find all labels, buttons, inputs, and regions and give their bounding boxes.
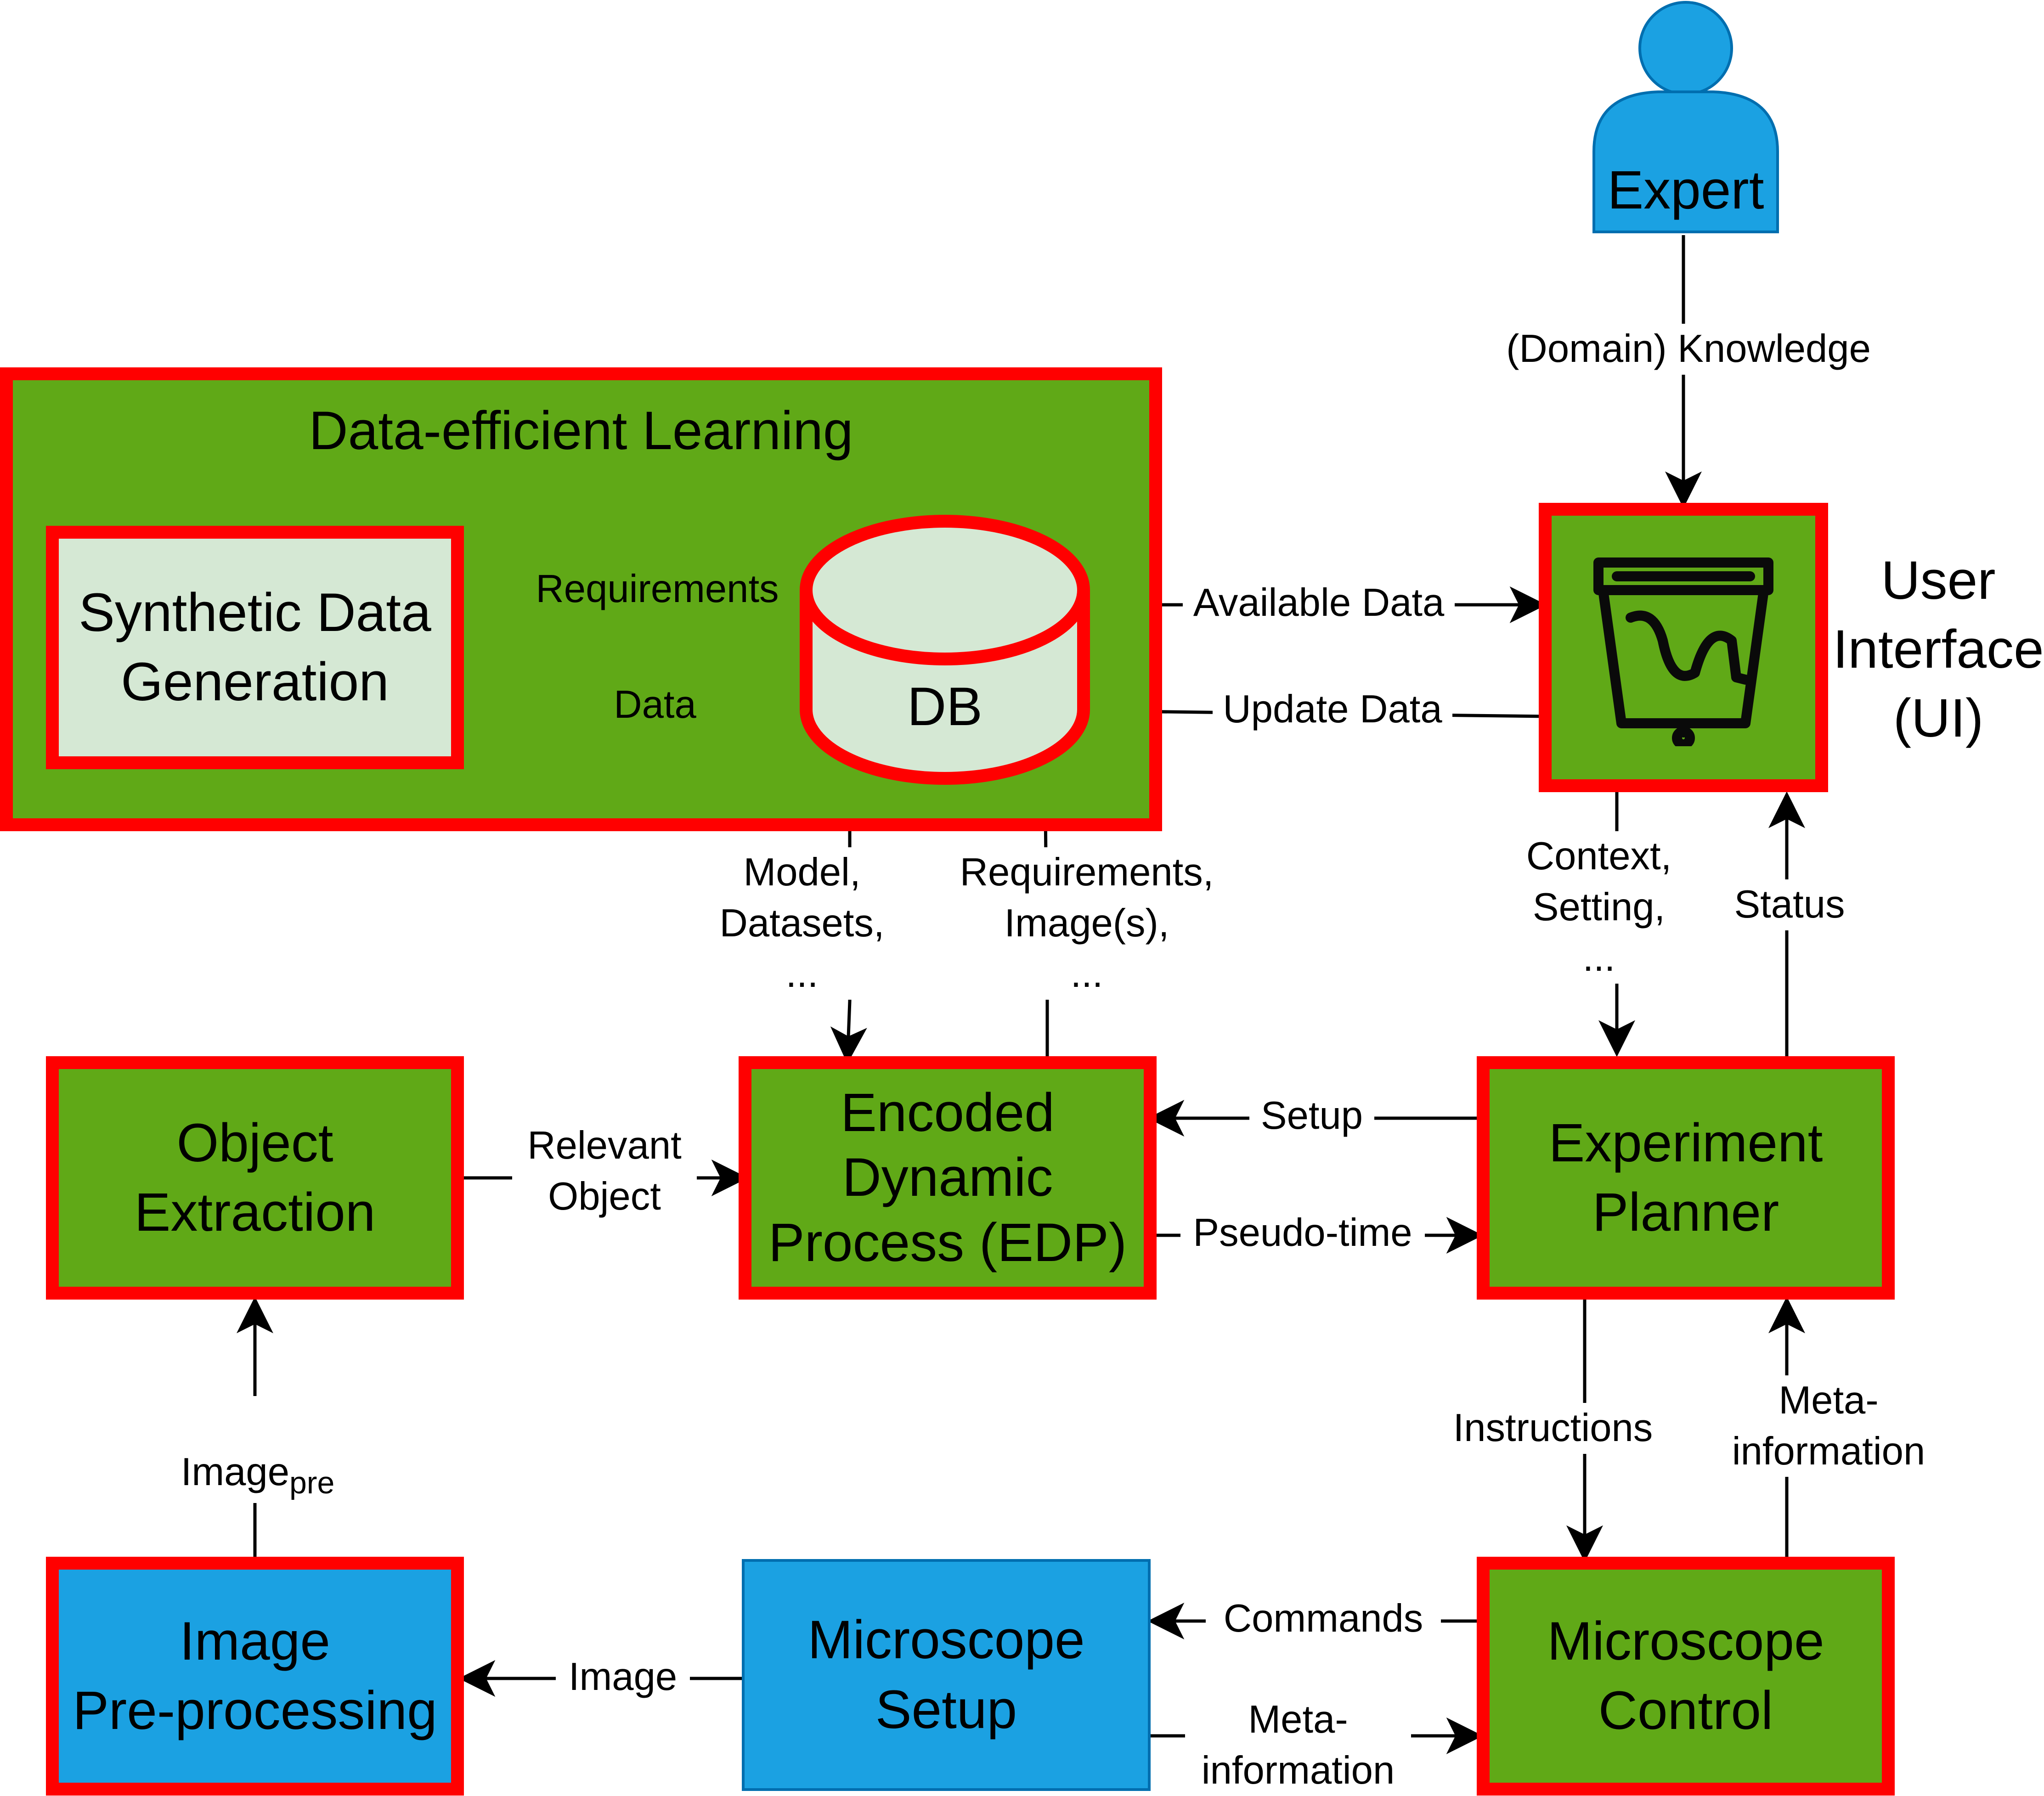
label-status: Status xyxy=(1718,879,1861,930)
experiment-planner-box: Experiment Planner xyxy=(1477,1056,1895,1300)
label-setup: Setup xyxy=(1249,1091,1374,1142)
microscope-setup-box: Microscope Setup xyxy=(742,1559,1151,1791)
label-relevant-object: Relevant Object xyxy=(512,1120,697,1222)
label-requirements: Requirements xyxy=(526,564,789,615)
edge-model-datasets xyxy=(830,765,867,1064)
synthetic-data-generation-text: Synthetic Data Generation xyxy=(79,582,431,712)
label-requirements-images: Requirements, Image(s), ... xyxy=(946,847,1227,1000)
label-data: Data xyxy=(606,680,704,731)
label-image-pre: Imagepre xyxy=(163,1396,352,1503)
label-pseudo-time: Pseudo-time xyxy=(1180,1208,1425,1259)
label-meta-information-right: Meta- information xyxy=(1185,1695,1411,1796)
user-interface-box xyxy=(1539,503,1828,792)
experiment-planner-text: Experiment Planner xyxy=(1548,1112,1823,1243)
label-meta-information-up: Meta- information xyxy=(1718,1375,1939,1477)
label-context-setting: Context, Setting, ... xyxy=(1511,831,1687,984)
expert-text: Expert xyxy=(1607,160,1764,221)
edp-text: Encoded Dynamic Process (EDP) xyxy=(768,1082,1127,1273)
presentation-board-icon xyxy=(1593,557,1773,746)
user-interface-label: User Interface (UI) xyxy=(1833,546,2044,753)
image-preprocessing-box: Image Pre-processing xyxy=(46,1557,464,1796)
expert-label: Expert xyxy=(1594,154,1778,227)
label-image-pre-sub: pre xyxy=(289,1465,335,1500)
label-update-data: Update Data xyxy=(1213,684,1452,735)
microscope-setup-text: Microscope Setup xyxy=(807,1610,1085,1740)
microscope-control-box: Microscope Control xyxy=(1477,1557,1895,1796)
label-domain-knowledge: (Domain) Knowledge xyxy=(1488,324,1889,375)
edge-requirements-images xyxy=(1027,761,1064,1056)
synthetic-data-generation-box: Synthetic Data Generation xyxy=(46,526,464,769)
label-image-pre-main: Image xyxy=(181,1450,289,1494)
db-label: DB xyxy=(806,670,1084,744)
label-instructions: Instructions xyxy=(1435,1403,1671,1454)
edp-box: Encoded Dynamic Process (EDP) xyxy=(739,1056,1157,1300)
label-commands: Commands xyxy=(1206,1593,1441,1644)
data-efficient-learning-title: Data-efficient Learning xyxy=(309,400,853,461)
db-text: DB xyxy=(907,676,982,738)
object-extraction-text: Object Extraction xyxy=(134,1112,376,1243)
object-extraction-box: Object Extraction xyxy=(46,1056,464,1300)
user-interface-text: User Interface (UI) xyxy=(1833,550,2044,749)
microscope-control-text: Microscope Control xyxy=(1547,1610,1824,1741)
image-preprocessing-text: Image Pre-processing xyxy=(73,1610,437,1741)
label-image: Image xyxy=(556,1652,690,1703)
label-model-datasets: Model, Datasets, ... xyxy=(703,847,901,1000)
label-available-data: Available Data xyxy=(1183,578,1455,629)
